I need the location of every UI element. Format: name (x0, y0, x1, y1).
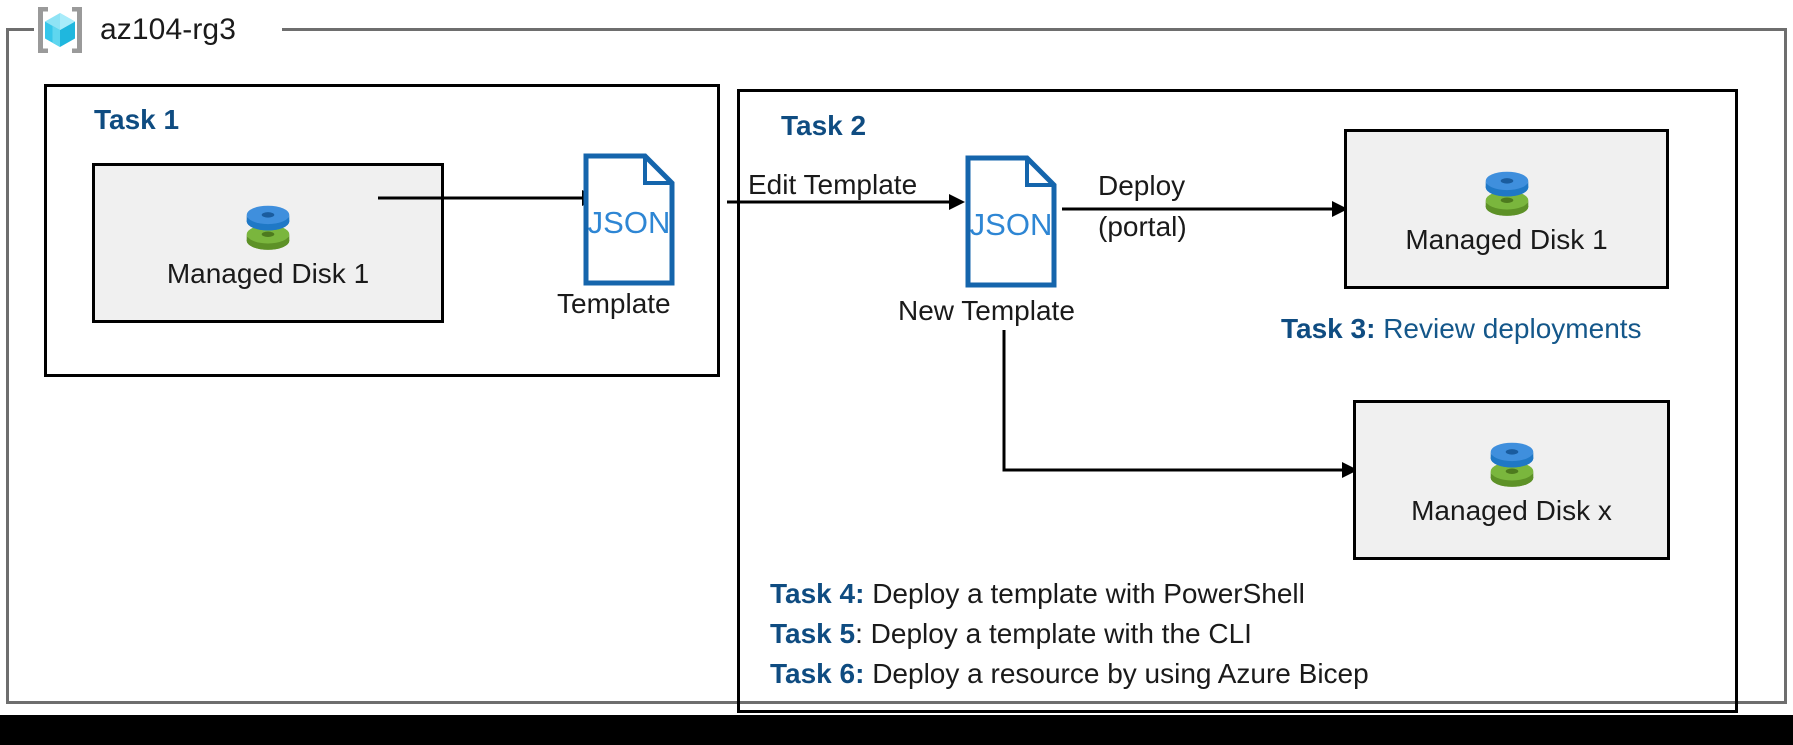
resource-card-managed-disk-x: Managed Disk x (1353, 400, 1670, 560)
template-caption-2: New Template (898, 295, 1075, 326)
resource-card-label: Managed Disk 1 (166, 258, 370, 289)
task-1-container (44, 84, 720, 377)
task-3-description: Review deployments (1375, 313, 1642, 344)
json-label-2: JSON (970, 207, 1053, 242)
connector-deploy-portal (1062, 201, 1348, 217)
bottom-bar (0, 715, 1793, 745)
template-caption-1: Template (557, 288, 671, 319)
task-2-container (737, 89, 1738, 713)
resource-group-cube-icon (34, 4, 86, 56)
resource-group-frame-top-left (6, 28, 34, 31)
json-label-1: JSON (588, 205, 671, 240)
task-6-note: Task 6: Deploy a resource by using Azure… (770, 658, 1369, 690)
resource-card-label: Managed Disk 1 (1405, 224, 1608, 255)
task-4-description: Deploy a template with PowerShell (864, 578, 1305, 609)
edge-label-portal: (portal) (1098, 211, 1187, 242)
connector-export-template (378, 190, 598, 206)
resource-card-managed-disk-1: Managed Disk 1 (92, 163, 444, 323)
managed-disk-icon (237, 196, 299, 258)
task-5-label: Task 5 (770, 618, 856, 649)
edge-label-edit-template: Edit Template (748, 169, 918, 200)
resource-card-managed-disk-1-deployed: Managed Disk 1 (1344, 129, 1669, 289)
task-2-heading: Task 2 (781, 110, 867, 141)
task-4-note: Task 4: Deploy a template with PowerShel… (770, 578, 1305, 610)
resource-group-header: az104-rg3 (34, 2, 248, 58)
connector-edit-template (727, 194, 965, 210)
edge-label-deploy: Deploy (1098, 170, 1186, 201)
task-6-description: Deploy a resource by using Azure Bicep (864, 658, 1369, 689)
resource-card-label: Managed Disk x (1411, 495, 1612, 526)
task-4-label: Task 4: (770, 578, 865, 609)
task-1-heading: Task 1 (94, 104, 180, 135)
managed-disk-icon (1476, 162, 1538, 224)
resource-group-frame (6, 28, 1787, 704)
connector-deploy-managed-disk-x (1002, 330, 1358, 478)
task-3-note: Task 3: Review deployments (1281, 313, 1642, 345)
json-template-icon-2: JSON (965, 155, 1057, 288)
task-6-label: Task 6: (770, 658, 865, 689)
task-5-description: : Deploy a template with the CLI (855, 618, 1252, 649)
json-template-icon-1: JSON (583, 153, 675, 286)
task-5-note: Task 5: Deploy a template with the CLI (770, 618, 1252, 650)
task-3-label: Task 3: (1281, 313, 1376, 344)
resource-group-name: az104-rg3 (100, 13, 236, 46)
resource-group-frame-top-right (282, 28, 1787, 31)
managed-disk-icon (1481, 433, 1543, 495)
